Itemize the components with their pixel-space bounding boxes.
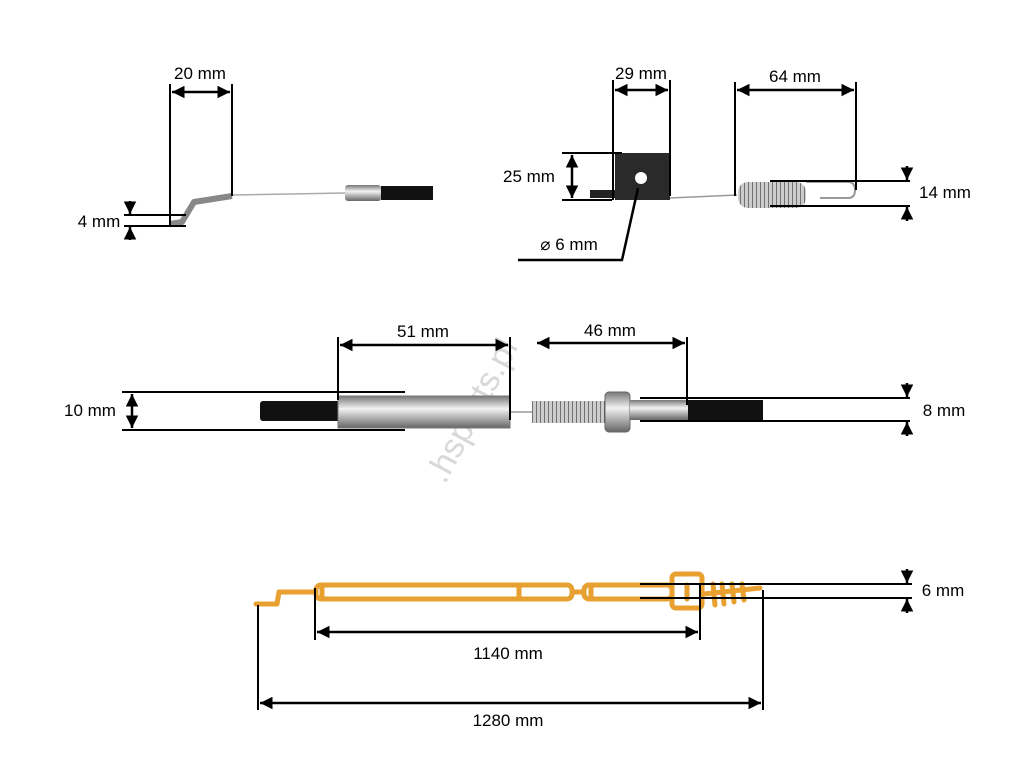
z-bend-wire bbox=[169, 193, 233, 227]
lock-nut bbox=[604, 391, 631, 433]
outer-sleeve-left bbox=[260, 401, 340, 421]
total-length-label: 1280 mm bbox=[473, 711, 544, 730]
hole-leader-line bbox=[518, 187, 640, 262]
offset-label: 4 mm bbox=[78, 212, 121, 231]
sleeve-diameter-label: 8 mm bbox=[923, 401, 966, 420]
end-diameter-label: 6 mm bbox=[922, 581, 965, 600]
inner-wire bbox=[231, 192, 346, 196]
part3-adjuster: 51 mm 46 mm 10 mm 8 mm bbox=[64, 321, 965, 436]
adjuster-length-label: 51 mm bbox=[397, 322, 449, 341]
overall-cable-outline: 1140 mm 1280 mm 6 mm bbox=[253, 569, 965, 730]
width-label: 20 mm bbox=[174, 64, 226, 83]
part1-cable-end: 20 mm 4 mm bbox=[78, 64, 433, 240]
hole-diameter-label: ⌀ 6 mm bbox=[540, 235, 597, 254]
housing-length-label: 1140 mm bbox=[473, 644, 543, 663]
adjuster-diameter-label: 10 mm bbox=[64, 401, 116, 420]
inner-wire bbox=[669, 194, 738, 199]
bracket-width-label: 29 mm bbox=[615, 64, 667, 83]
spring-hook bbox=[806, 181, 857, 199]
bracket-tab bbox=[590, 190, 616, 198]
spring-length-label: 64 mm bbox=[769, 67, 821, 86]
thread-length-label: 46 mm bbox=[584, 321, 636, 340]
spring bbox=[738, 182, 806, 208]
threaded-rod bbox=[532, 401, 606, 423]
part2-bracket-spring: 29 mm 64 mm 25 mm 14 mm ⌀ 6 mm bbox=[503, 64, 971, 262]
hex-adjuster bbox=[337, 395, 511, 429]
outer-sleeve-right bbox=[688, 400, 763, 420]
spring-diameter-label: 14 mm bbox=[919, 183, 971, 202]
bracket-hole bbox=[635, 172, 647, 184]
ferrule bbox=[345, 185, 381, 201]
ferrule bbox=[630, 400, 688, 420]
bracket-height-label: 25 mm bbox=[503, 167, 555, 186]
outer-sleeve bbox=[381, 186, 433, 200]
